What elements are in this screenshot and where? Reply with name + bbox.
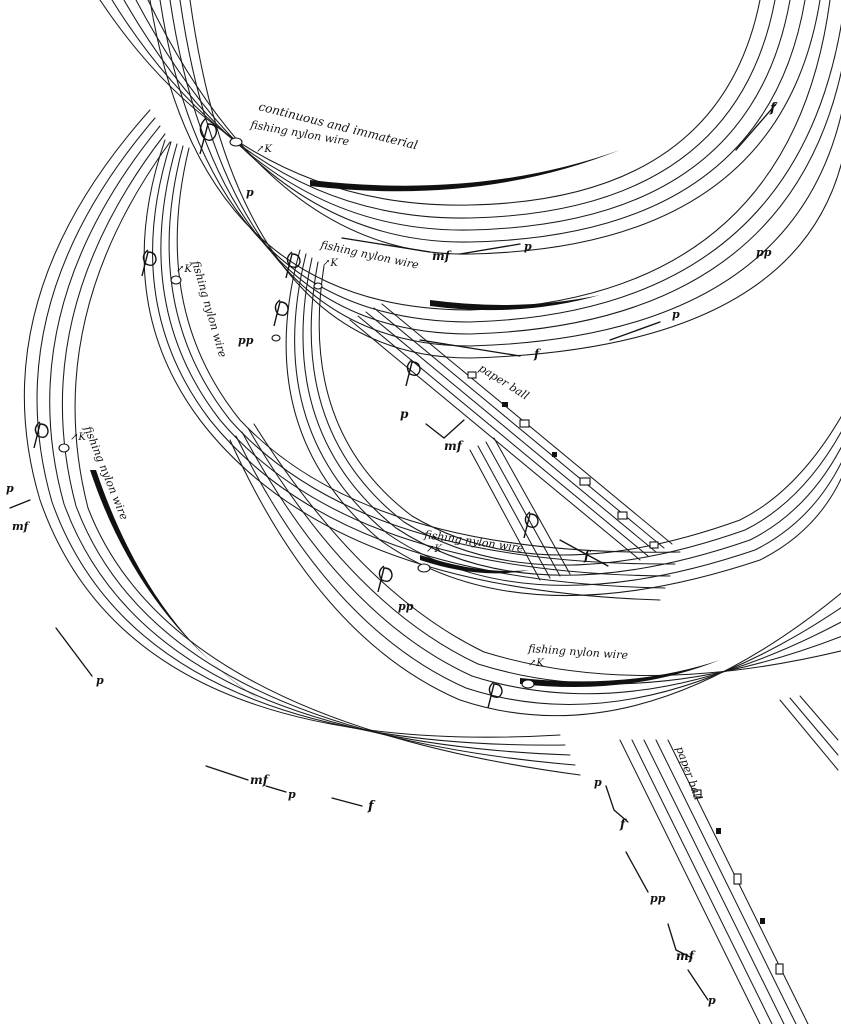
- harmonic-notehead-icon: [58, 137, 535, 689]
- annotation-lh-second: ↗K: [322, 258, 338, 269]
- annotation-lh-top: ↗K: [256, 144, 272, 155]
- dynamic-pp-1: pp: [756, 246, 772, 259]
- annotation-lh-middle: ↗K: [426, 544, 442, 555]
- hairpins: [9, 103, 777, 1001]
- dynamic-p-2: p: [524, 240, 532, 253]
- bow-stroke-middle: [420, 555, 530, 574]
- dynamic-mf-4: mf: [250, 773, 270, 787]
- staff-inner-left-arc: [143, 139, 681, 601]
- dynamic-p-8: p: [594, 776, 602, 789]
- staff-lower-arc: [229, 423, 841, 717]
- annotation-paper-ball: paper ball: [476, 362, 531, 403]
- dynamic-p-6: p: [96, 674, 104, 687]
- treble-clef-icon: [33, 117, 539, 709]
- annotation-paper-ball-lower: paper ball: [673, 745, 705, 803]
- bow-stroke-lower: [520, 660, 720, 687]
- dynamic-mf-2: mf: [444, 439, 464, 453]
- annotation-lh-vertical: ↗K: [176, 264, 192, 275]
- dynamic-f-2: f: [533, 347, 541, 361]
- dynamic-p-9: p: [708, 994, 716, 1007]
- bow-stroke-second: [430, 295, 600, 311]
- staff-left-arc: [23, 109, 581, 776]
- annotation-fishing-vertical: fishing nylon wire: [189, 258, 229, 359]
- dynamic-p-5: p: [6, 482, 14, 495]
- staff-diagonal-short: [469, 437, 571, 581]
- staff-second-arc: [149, 0, 841, 359]
- bow-stroke-top: [310, 150, 620, 192]
- dynamic-pp-3: pp: [398, 600, 414, 613]
- annotation-lh-lower: ↗K: [528, 658, 544, 669]
- annotation-lh-left: ↗K: [70, 432, 86, 443]
- dynamic-f-1: f: [769, 101, 778, 116]
- dynamic-p-4: p: [400, 407, 409, 421]
- staff-diagonal-upper: [349, 303, 673, 561]
- dynamic-p-3: p: [672, 308, 680, 321]
- staff-middle-arc: [285, 249, 841, 597]
- dynamic-pp-4: pp: [650, 892, 666, 905]
- dynamic-p-1: p: [246, 186, 254, 199]
- dynamic-mf-1: mf: [432, 249, 452, 263]
- dynamic-f-3: f: [583, 549, 591, 563]
- dynamic-mf-3: mf: [12, 520, 31, 533]
- paper-ball-marker-icon: [467, 371, 784, 975]
- dynamic-p-7: p: [288, 788, 296, 801]
- dynamic-f-4: f: [367, 799, 376, 814]
- staff-right-edge-fragment: [779, 695, 839, 771]
- dynamic-pp-2: pp: [238, 334, 254, 347]
- dynamic-mf-5: mf: [676, 949, 696, 963]
- staff-diagonal-lower: [619, 739, 809, 1024]
- dynamic-f-5: f: [619, 817, 627, 831]
